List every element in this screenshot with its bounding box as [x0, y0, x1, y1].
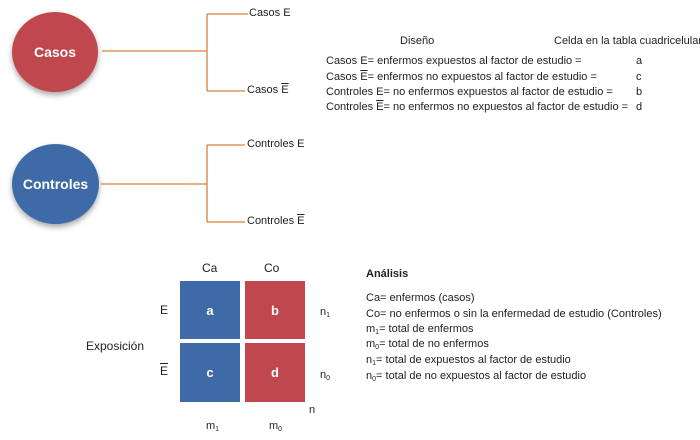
design-row-1-pre: Casos: [326, 55, 361, 67]
col-total-m1-base: m: [206, 420, 216, 432]
cell-c: c: [180, 343, 240, 402]
analysis-m1-text: = total de enfermos: [379, 323, 474, 335]
analysis-n1-sub: 1: [372, 360, 377, 367]
design-row-4-pre: Controles: [326, 101, 377, 113]
cell-d-label: d: [271, 365, 279, 380]
analysis-n1-base: n: [366, 354, 373, 366]
analysis-n0-sub: 0: [372, 376, 377, 383]
design-row-2: Casos E= enfermos no expuestos al factor…: [326, 71, 597, 83]
exposure-label: Exposición: [86, 339, 145, 353]
analysis-line-m1: m1= total de enfermos: [366, 323, 474, 336]
design-row-2-cell: c: [636, 71, 642, 83]
design-header: Diseño: [400, 35, 435, 47]
analysis-n1-text: = total de expuestos al factor de estudi…: [376, 354, 571, 366]
col-header-co: Co: [264, 261, 280, 275]
analysis-m0-base: m: [366, 338, 376, 350]
col-total-m0-base: m: [269, 420, 279, 432]
design-row-3-cell: b: [636, 86, 643, 98]
cell-a: a: [180, 281, 240, 339]
analysis-line-co: Co= no enfermos o sin la enfermedad de e…: [366, 308, 662, 320]
branch-casos-ebar-prefix: Casos: [247, 84, 282, 96]
analysis-n0-base: n: [366, 370, 373, 382]
design-row-2-pre: Casos: [326, 71, 361, 83]
col-total-m1-sub: 1: [215, 426, 220, 433]
analysis-m1-base: m: [366, 323, 376, 335]
branch-controles-e: Controles E: [247, 138, 305, 150]
cell-d: d: [245, 343, 305, 402]
branch-casos-ebar-e: E: [281, 84, 289, 96]
design-row-4-e: E: [376, 101, 384, 113]
cell-a-label: a: [206, 302, 214, 318]
analysis-m0-sub: 0: [375, 344, 380, 351]
design-row-4: Controles E= no enfermos no expuestos al…: [326, 101, 628, 113]
design-row-4-rest: = no enfermos no expuestos al factor de …: [383, 101, 629, 113]
design-row-1: Casos E= enfermos expuestos al factor de…: [326, 55, 582, 67]
row-total-n0-base: n: [320, 369, 327, 381]
grand-total-n: n: [309, 404, 316, 416]
design-row-3-e: E: [376, 86, 384, 98]
cell-b-label: b: [271, 302, 279, 318]
branch-controles-ebar-e: E: [297, 215, 305, 227]
design-row-3-rest: = no enfermos expuestos al factor de est…: [383, 86, 613, 98]
analysis-line-n1: n1= total de expuestos al factor de estu…: [366, 354, 571, 367]
design-row-1-rest: = enfermos expuestos al factor de estudi…: [367, 55, 582, 67]
design-row-2-rest: = enfermos no expuestos al factor de est…: [367, 71, 597, 83]
cell-header: Celda en la tabla cuadricelular: [554, 35, 700, 47]
col-total-m0: m0: [269, 420, 283, 433]
branch-casos-ebar: Casos E: [247, 84, 289, 96]
row-total-n0: n0: [320, 369, 331, 382]
analysis-m0-text: = total de no enfermos: [379, 338, 489, 350]
row-total-n1-base: n: [320, 306, 327, 318]
row-header-ebar: E: [160, 364, 168, 378]
branch-controles-ebar-prefix: Controles: [247, 215, 298, 227]
row-total-n1: n1: [320, 306, 331, 319]
row-header-e: E: [160, 303, 169, 317]
controles-circle: Controles: [12, 144, 99, 224]
design-row-3: Controles E= no enfermos expuestos al fa…: [326, 86, 613, 98]
row-header-ebar-text: E: [160, 364, 169, 378]
cell-b: b: [245, 281, 305, 339]
analysis-line-n0: n0= total de no expuestos al factor de e…: [366, 370, 587, 383]
cell-c-label: c: [206, 365, 214, 380]
row-total-n0-sub: 0: [326, 375, 331, 382]
analysis-n0-text: = total de no expuestos al factor de est…: [376, 370, 587, 382]
design-row-3-pre: Controles: [326, 86, 377, 98]
casos-circle: Casos: [12, 12, 98, 92]
col-total-m1: m1: [206, 420, 220, 433]
controles-label: Controles: [22, 176, 89, 192]
analysis-line-m0: m0= total de no enfermos: [366, 338, 489, 351]
col-header-ca: Ca: [202, 261, 218, 275]
design-row-2-e: E: [360, 71, 368, 83]
design-row-1-cell: a: [636, 55, 643, 67]
analysis-m1-sub: 1: [375, 329, 380, 336]
row-total-n1-sub: 1: [326, 312, 331, 319]
design-row-1-e: E: [360, 55, 368, 67]
casos-label: Casos: [33, 44, 77, 60]
design-row-4-cell: d: [636, 101, 643, 113]
analysis-title: Análisis: [366, 268, 409, 280]
branch-controles-ebar: Controles E: [247, 215, 304, 227]
analysis-line-ca: Ca= enfermos (casos): [366, 292, 475, 304]
col-total-m0-sub: 0: [278, 426, 283, 433]
branch-casos-e: Casos E: [249, 7, 291, 19]
